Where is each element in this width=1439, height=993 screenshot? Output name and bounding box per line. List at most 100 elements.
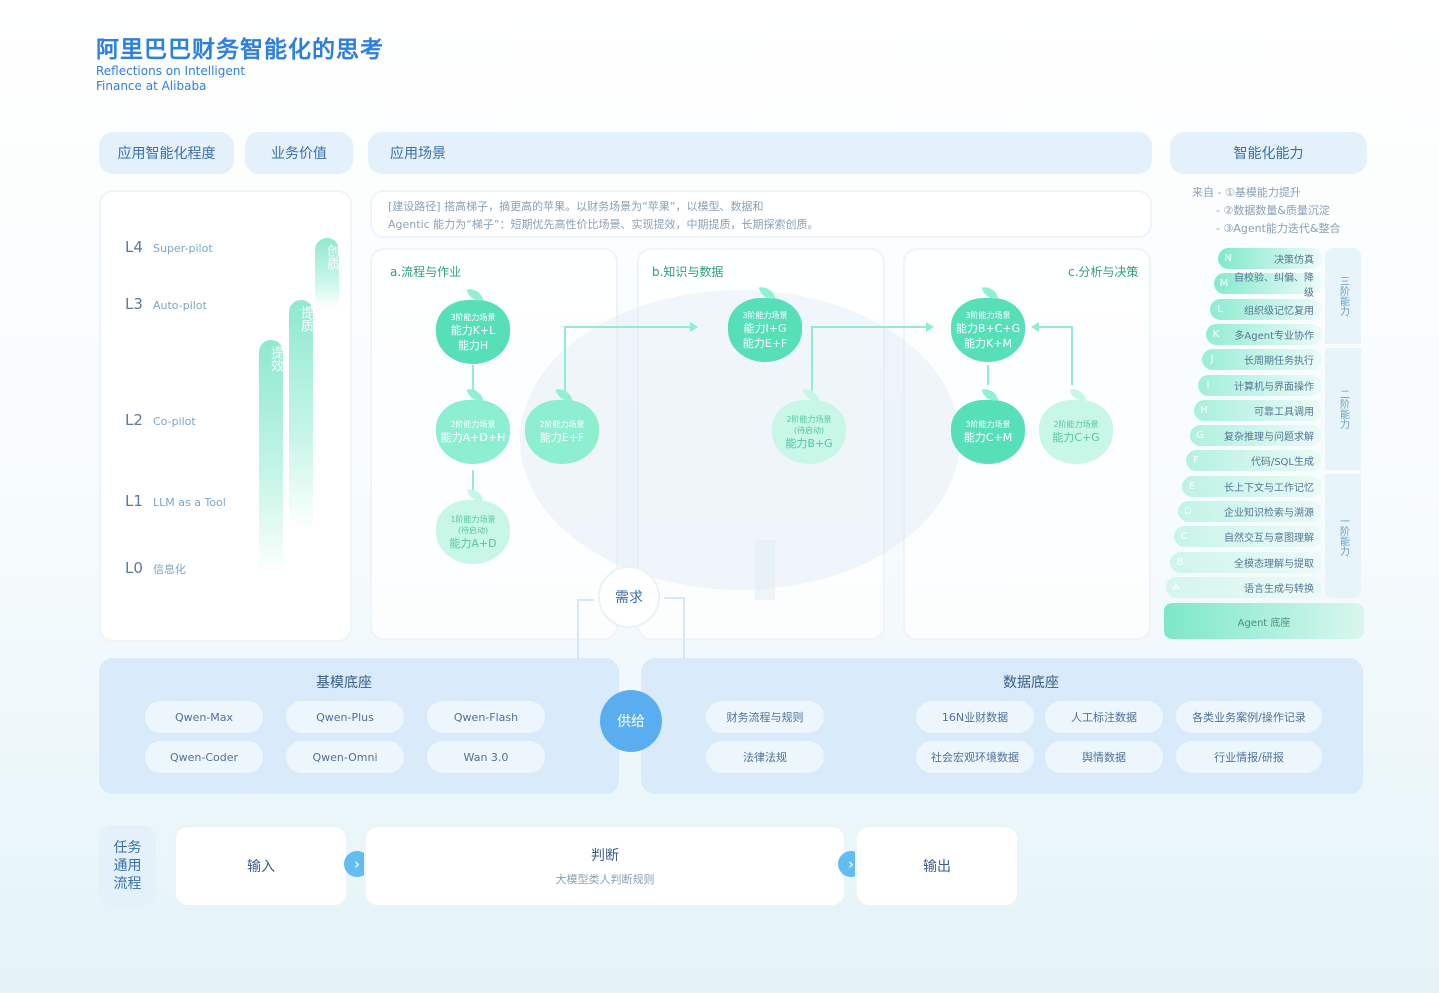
value-bar-create-quality: 创质 (315, 238, 339, 308)
capability-name: 代码/SQL生成 (1250, 457, 1314, 469)
capability-item: G 复杂推理与问题求解 (1190, 425, 1322, 447)
apple-stage: 1阶能力场景 (450, 514, 496, 524)
capability-name: 多Agent专业协作 (1234, 330, 1314, 342)
tier-two: 二阶能力 (1325, 348, 1361, 470)
data-chip: 行业情报/研报 (1176, 741, 1322, 773)
arrowhead-a-to-b (690, 322, 698, 332)
capability-letter: J (1210, 354, 1214, 366)
scenario-note-box: [建设路径] 搭高梯子，摘更高的苹果。以财务场景为“苹果”，以模型、数据和 Ag… (370, 190, 1152, 238)
apple-stage: 3阶能力场景 (965, 420, 1011, 429)
apple-b-stage2: 2阶能力场景 (待启动) 能力B+G (772, 400, 846, 464)
model-chip: Qwen-Coder (145, 741, 263, 773)
apple-a-stage3: 3阶能力场景 能力K+L 能力H (436, 300, 510, 364)
task-flow-label-box: 任务通用流程 (99, 825, 156, 907)
level-code: L4 (125, 238, 143, 256)
capability-name: 自校验、纠偏、降级 (1234, 272, 1314, 299)
connector-c-side (1035, 326, 1073, 385)
level-l0: L0 信息化 (125, 559, 186, 577)
capability-letter: C (1180, 531, 1188, 543)
capability-letter: K (1212, 328, 1220, 340)
value-bar-label: 创质 (324, 244, 339, 270)
apple-b-stage3: 3阶能力场景 能力I+G 能力E+F (728, 298, 802, 362)
column-header-intelligence-level: 应用智能化程度 (99, 132, 234, 174)
apple-cap: 能力A+D (449, 536, 497, 550)
tier-label: 三阶能力 (1337, 276, 1349, 316)
apple-c-stage2: 2阶能力场景 能力C+G (1039, 400, 1113, 464)
apple-c-stage3-top: 3阶能力场景 能力B+C+G 能力K+M (951, 298, 1025, 362)
apple-cap: 能力H (457, 338, 489, 352)
level-code: L3 (125, 295, 143, 313)
capability-item: K 多Agent专业协作 (1206, 323, 1322, 345)
arrowhead-b-to-c (926, 322, 934, 332)
value-bar-efficiency: 提效 (259, 340, 283, 575)
column-header-capabilities: 智能化能力 (1170, 132, 1367, 174)
capability-letter: A (1172, 581, 1180, 593)
data-chip: 人工标注数据 (1045, 701, 1163, 733)
capability-letter: N (1224, 253, 1232, 264)
tier-label: 二阶能力 (1337, 389, 1349, 429)
level-name: LLM as a Tool (153, 496, 226, 509)
flow-judge-label: 判断 (591, 848, 619, 864)
apple-sub: (待启动) (793, 425, 825, 435)
tier-one: 一阶能力 (1325, 474, 1361, 598)
apple-cap: 能力E+F (539, 431, 585, 444)
connector-a-to-b (564, 326, 695, 400)
capability-item: F 代码/SQL生成 (1186, 450, 1322, 472)
apple-cap: 能力A+D+H (440, 431, 506, 444)
flow-output: 输出 (855, 825, 1019, 907)
apple-stage: 2阶能力场景 (450, 420, 496, 429)
capability-name: 长上下文与工作记忆 (1224, 482, 1314, 494)
capability-item: J 长周期任务执行 (1202, 349, 1322, 371)
capability-item: C 自然交互与意图理解 (1174, 526, 1322, 548)
apple-stage: 2阶能力场景 (1053, 420, 1099, 429)
capability-letter: M (1219, 278, 1229, 290)
value-bar-improve-quality: 提质 (289, 300, 313, 530)
data-chip: 舆情数据 (1045, 741, 1163, 773)
value-bar-label: 提效 (268, 346, 283, 372)
value-bar-label: 提质 (298, 306, 313, 332)
capability-name: 企业知识检索与溯源 (1224, 508, 1314, 519)
level-name: 信息化 (153, 563, 186, 576)
apple-stage: 3阶能力场景 (965, 310, 1011, 320)
task-flow-label: 任务通用流程 (113, 840, 142, 892)
apple-stage: 2阶能力场景 (786, 414, 832, 424)
capability-name: 计算机与界面操作 (1234, 381, 1314, 393)
level-code: L0 (125, 559, 143, 577)
model-base-title: 基模底座 (316, 675, 372, 691)
column-header-business-value: 业务价值 (245, 132, 353, 174)
apple-c-stage3-bottom: 3阶能力场景 能力C+M (951, 400, 1025, 464)
capability-letter: L (1217, 303, 1223, 315)
apple-stage: 3阶能力场景 (450, 312, 496, 322)
capability-letter: B (1176, 556, 1184, 568)
level-name: Auto-pilot (153, 299, 207, 312)
apple-cap: 能力I+G (743, 321, 787, 335)
apple-stage: 2阶能力场景 (539, 420, 585, 429)
scenario-note-line-2: Agentic 能力为“梯子”：短期优先高性价比场景、实现提效，中期提质，长期探… (388, 218, 819, 231)
data-chip: 16N业财数据 (916, 701, 1034, 733)
capability-name: 复杂推理与问题求解 (1224, 432, 1314, 444)
tier-three: 三阶能力 (1325, 248, 1361, 344)
capability-letter: G (1196, 430, 1204, 442)
page-title: 阿里巴巴财务智能化的思考 (96, 37, 384, 63)
capability-item: D 企业知识检索与溯源 (1178, 501, 1322, 522)
subtitle-line-2: Finance at Alibaba (96, 79, 207, 93)
capability-name: 自然交互与意图理解 (1224, 533, 1314, 545)
model-chip: Wan 3.0 (427, 741, 545, 773)
capability-name: 长周期任务执行 (1244, 356, 1314, 368)
agent-base: Agent 底座 (1164, 603, 1364, 639)
capability-letter: F (1193, 455, 1199, 467)
capability-letter: D (1184, 506, 1192, 517)
flow-input: 输入 (174, 825, 348, 907)
capability-source-2: - ②数据数量&质量沉淀 (1216, 204, 1330, 217)
capability-item: L 组织级记忆复用 (1210, 298, 1322, 320)
column-header-scenarios: 应用场景 (368, 132, 1152, 174)
model-chip: Qwen-Flash (427, 701, 545, 733)
capability-name: 组织级记忆复用 (1244, 305, 1314, 317)
supply-circle: 供给 (600, 690, 662, 752)
